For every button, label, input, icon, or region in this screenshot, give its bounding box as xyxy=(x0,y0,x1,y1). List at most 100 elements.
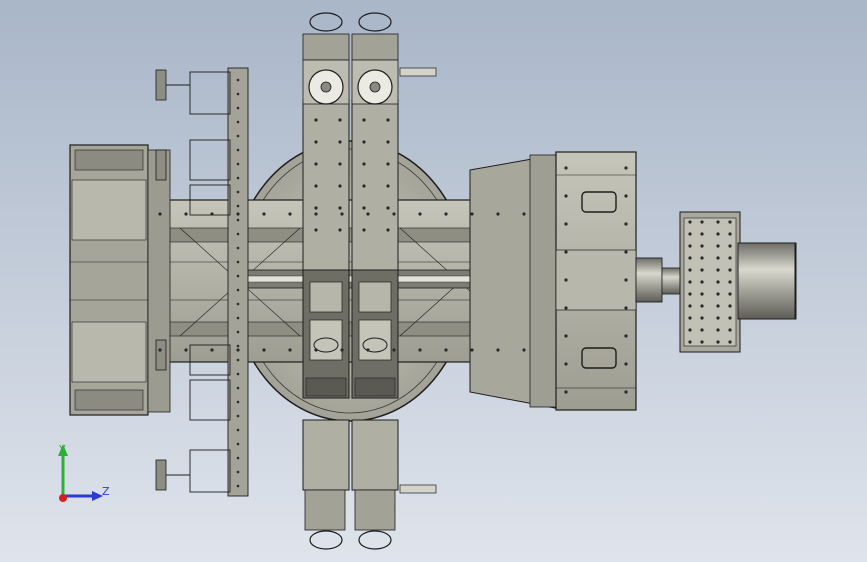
bolt-hole xyxy=(624,362,628,366)
bolt-hole xyxy=(444,212,448,216)
bolt-hole xyxy=(314,228,318,232)
bolt-hole xyxy=(688,292,692,296)
bolt-hole xyxy=(700,220,704,224)
bolt-hole xyxy=(184,212,188,216)
bolt-hole xyxy=(688,316,692,320)
bolt-hole xyxy=(210,348,214,352)
bolt-hole xyxy=(236,92,240,96)
bolt-hole xyxy=(700,268,704,272)
bolt-hole xyxy=(716,220,720,224)
left-drum xyxy=(69,144,149,416)
bolt-hole xyxy=(236,274,240,278)
bolt-hole xyxy=(564,306,568,310)
orientation-triad: Y Z xyxy=(40,438,120,508)
bolt-hole xyxy=(288,348,292,352)
bolt-hole xyxy=(386,118,390,122)
bolt-hole xyxy=(236,400,240,404)
bolt-hole xyxy=(288,212,292,216)
bolt-hole xyxy=(366,348,370,352)
bolt-hole xyxy=(716,280,720,284)
bolt-hole xyxy=(688,328,692,332)
bolt-hole xyxy=(236,260,240,264)
bolt-hole xyxy=(716,292,720,296)
z-axis-label: Z xyxy=(102,485,110,498)
bolt-hole xyxy=(728,268,732,272)
bolt-hole xyxy=(688,340,692,344)
bolt-hole xyxy=(314,140,318,144)
motor-cylinder xyxy=(737,242,797,320)
bolt-hole xyxy=(386,184,390,188)
bolt-hole xyxy=(236,176,240,180)
bolt-hole xyxy=(386,140,390,144)
bolt-hole xyxy=(728,316,732,320)
bolt-hole xyxy=(236,212,240,216)
bolt-hole xyxy=(366,212,370,216)
bolt-hole xyxy=(386,206,390,210)
bolt-hole xyxy=(564,334,568,338)
bolt-hole xyxy=(210,212,214,216)
bolt-hole xyxy=(338,140,342,144)
bolt-hole xyxy=(236,134,240,138)
bolt-hole xyxy=(700,304,704,308)
bolt-hole xyxy=(564,250,568,254)
bolt-hole xyxy=(700,292,704,296)
bolt-hole xyxy=(564,362,568,366)
bolt-hole xyxy=(340,348,344,352)
bolt-hole xyxy=(338,162,342,166)
center-clamp-carriages xyxy=(302,269,399,399)
bolt-hole xyxy=(700,328,704,332)
bolt-hole xyxy=(716,256,720,260)
vertical-arm-bottom xyxy=(302,419,437,531)
bolt-hole xyxy=(262,348,266,352)
bolt-hole xyxy=(338,184,342,188)
bolt-hole xyxy=(314,184,318,188)
bolt-hole xyxy=(496,212,500,216)
bolt-hole xyxy=(340,212,344,216)
bolt-hole xyxy=(624,334,628,338)
bolt-hole xyxy=(362,162,366,166)
bolt-hole xyxy=(564,278,568,282)
y-axis-label: Y xyxy=(59,443,66,456)
bolt-hole xyxy=(236,470,240,474)
y-axis-arrowhead xyxy=(58,444,68,456)
bolt-hole xyxy=(624,250,628,254)
right-housing xyxy=(469,154,557,409)
bolt-hole xyxy=(418,348,422,352)
bolt-hole xyxy=(236,218,240,222)
bolt-hole xyxy=(236,246,240,250)
bolt-hole xyxy=(392,348,396,352)
bolt-hole xyxy=(624,166,628,170)
bolt-hole xyxy=(236,344,240,348)
bolt-hole xyxy=(700,256,704,260)
bolt-hole xyxy=(362,228,366,232)
bolt-hole xyxy=(728,256,732,260)
bolt-hole xyxy=(236,348,240,352)
bolt-hole xyxy=(716,268,720,272)
bolt-hole xyxy=(716,244,720,248)
bolt-hole xyxy=(624,278,628,282)
bolt-hole xyxy=(236,414,240,418)
bolt-hole xyxy=(158,212,162,216)
bolt-hole xyxy=(688,304,692,308)
bolt-hole xyxy=(236,372,240,376)
bolt-hole xyxy=(314,348,318,352)
bolt-hole xyxy=(496,348,500,352)
bolt-hole xyxy=(236,386,240,390)
bolt-hole xyxy=(338,228,342,232)
motor-shaft xyxy=(635,257,683,303)
left-handwheels xyxy=(155,69,190,491)
bolt-hole xyxy=(314,118,318,122)
bolt-hole xyxy=(236,456,240,460)
z-axis-arrowhead xyxy=(92,491,103,501)
bolt-hole xyxy=(392,212,396,216)
bolt-hole xyxy=(688,280,692,284)
bolt-hole xyxy=(716,340,720,344)
bolt-hole xyxy=(386,228,390,232)
bolt-hole xyxy=(444,348,448,352)
bolt-hole xyxy=(184,348,188,352)
bolt-hole xyxy=(700,232,704,236)
bolt-hole xyxy=(728,304,732,308)
bolt-hole xyxy=(688,268,692,272)
